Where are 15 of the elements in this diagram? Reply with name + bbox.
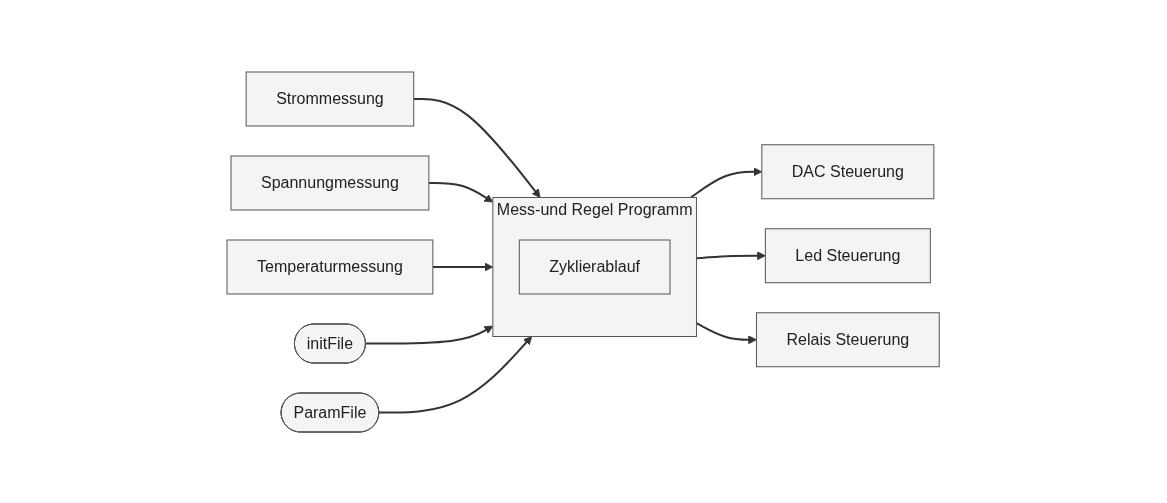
arrow bbox=[428, 181, 494, 202]
node-box: Strommessung bbox=[246, 71, 415, 126]
arrow bbox=[695, 250, 767, 260]
arrow bbox=[432, 262, 494, 271]
node-box: Led Steuerung bbox=[765, 227, 932, 283]
arrow bbox=[364, 325, 494, 344]
arrow bbox=[695, 321, 758, 344]
arrow bbox=[378, 335, 533, 413]
node-box: Zyklierablauf bbox=[519, 239, 671, 294]
node-box: DAC Steuerung bbox=[761, 143, 935, 199]
arrow bbox=[690, 166, 763, 198]
node-box: Spannungmessung bbox=[230, 155, 430, 210]
node-box: Relais Steuerung bbox=[756, 311, 941, 367]
node-box: Temperaturmessung bbox=[226, 239, 434, 294]
arrow bbox=[413, 97, 541, 198]
